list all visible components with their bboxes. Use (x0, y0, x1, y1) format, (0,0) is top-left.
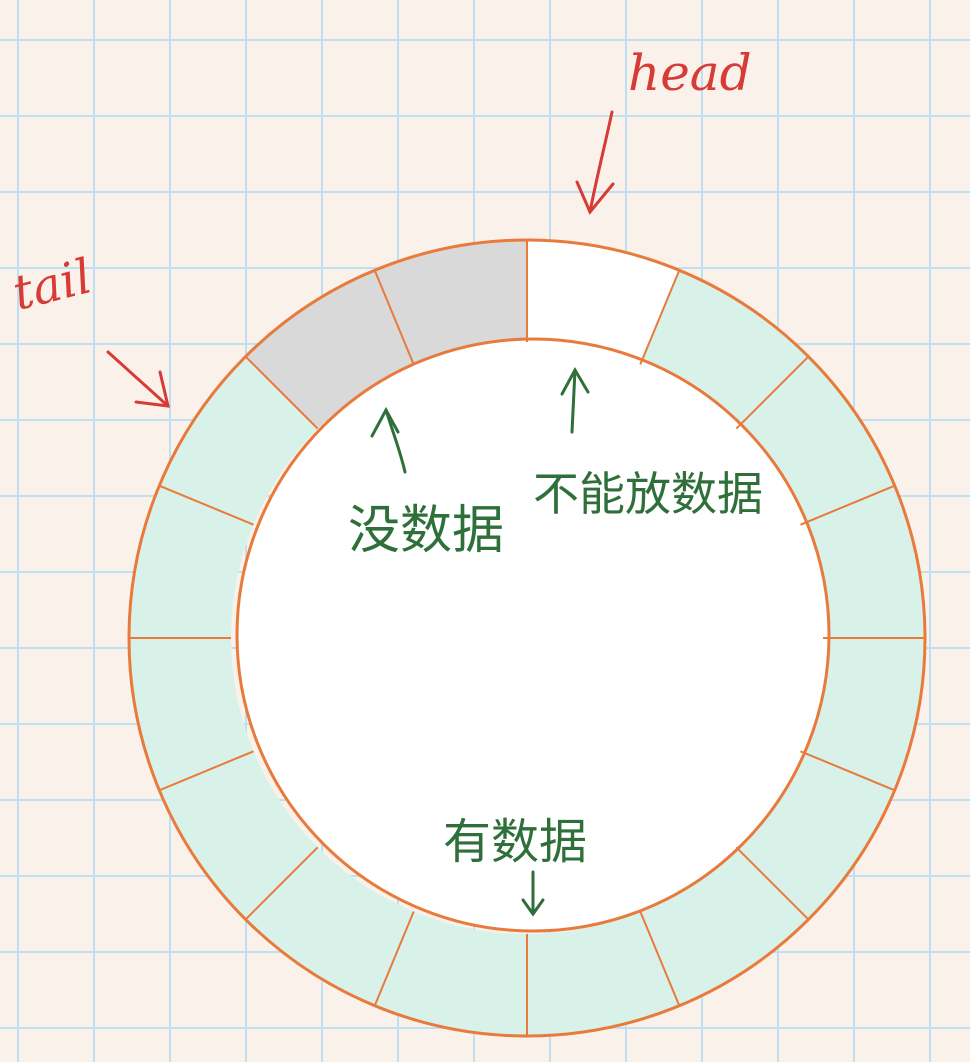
segment-divider (800, 484, 896, 526)
filled-segment (374, 911, 527, 1036)
has-data-label: 有数据 (443, 814, 587, 870)
cannot-store-label: 不能放数据 (533, 467, 763, 521)
no-data-arrow-icon (370, 406, 407, 474)
filled-segment (800, 638, 925, 791)
segment-divider (158, 484, 254, 526)
tail-arrow-icon (106, 350, 170, 408)
head-arrow-icon (575, 110, 615, 215)
reserved-segment (527, 240, 680, 365)
head-label: head (628, 44, 752, 102)
segment-divider (639, 911, 681, 1007)
segment-divider (373, 269, 415, 365)
segment-dividers (129, 240, 925, 1036)
filled-segment (129, 638, 254, 791)
filled-segment (640, 847, 809, 1006)
inner-ring-outline (235, 337, 831, 933)
ring-segments (129, 240, 925, 1036)
segment-divider (735, 846, 810, 921)
filled-segment (245, 847, 414, 1006)
segment-divider (158, 750, 254, 792)
filled-segment (129, 485, 254, 638)
filled-segment (736, 751, 895, 920)
filled-segment (640, 270, 809, 429)
filled-segment (800, 485, 925, 638)
empty-segment (245, 270, 414, 429)
filled-segment (159, 751, 318, 920)
segment-divider (800, 750, 896, 792)
segment-divider (373, 911, 415, 1007)
segment-divider (244, 355, 319, 430)
segment-divider (244, 846, 319, 921)
cannot-store-arrow-icon (560, 366, 590, 434)
ring-buffer (127, 238, 927, 1038)
filled-segment (736, 356, 895, 525)
has-data-arrow-icon (521, 870, 545, 917)
segment-divider (639, 269, 681, 365)
filled-segment (527, 911, 680, 1036)
filled-segment (159, 356, 318, 525)
segment-divider (735, 355, 810, 430)
no-data-label: 没数据 (348, 501, 504, 561)
empty-segment (374, 240, 527, 365)
tail-label: tail (7, 248, 97, 321)
